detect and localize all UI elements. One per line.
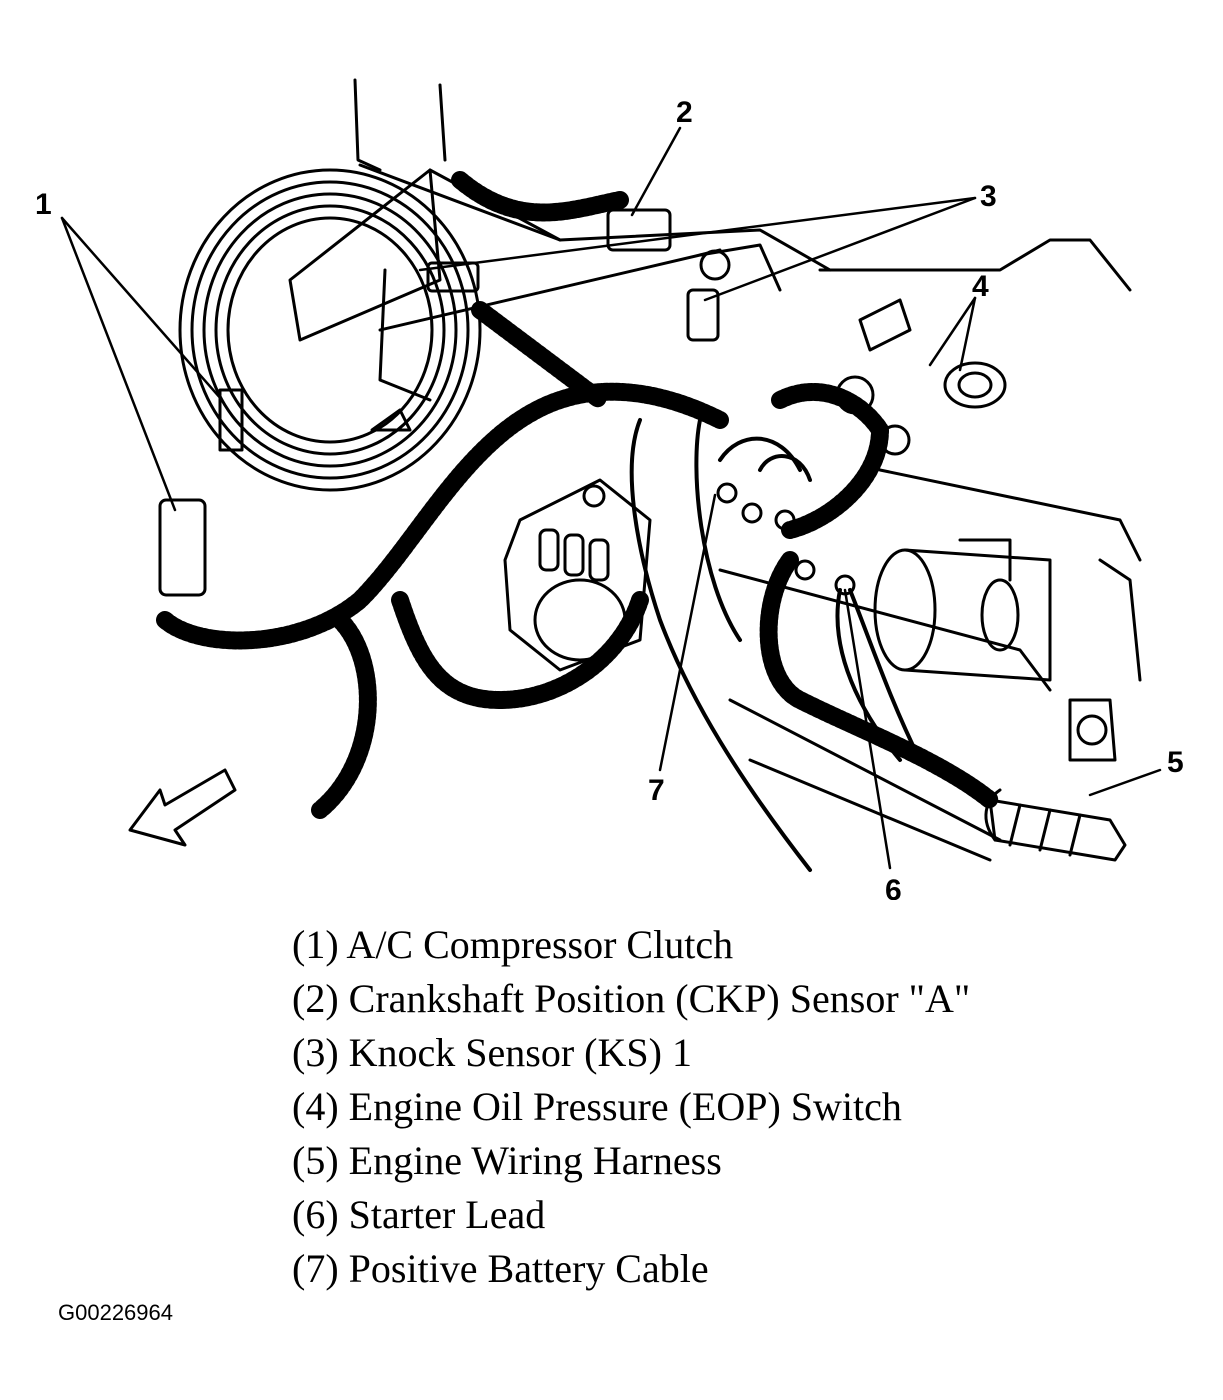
legend-item-wiring-harness: (5) Engine Wiring Harness — [292, 1138, 722, 1183]
callout-3: 3 — [980, 180, 997, 213]
legend-item-battery-cable: (7) Positive Battery Cable — [292, 1246, 709, 1291]
callout-6: 6 — [885, 874, 902, 900]
starter-motor — [873, 538, 1052, 682]
legend-item-knock-sensor: (3) Knock Sensor (KS) 1 — [292, 1030, 692, 1075]
ac-compressor-pulley — [178, 168, 482, 492]
battery-and-starter-cables — [629, 418, 922, 872]
harness-end — [984, 788, 1127, 862]
eop-switch — [835, 298, 1007, 456]
callout-leaders — [60, 126, 1162, 870]
callout-5: 5 — [1167, 746, 1184, 779]
legend-item-ckp-sensor: (2) Crankshaft Position (CKP) Sensor "A" — [292, 976, 971, 1021]
figure-id: G00226964 — [58, 1300, 173, 1325]
connector-ac-clutch — [158, 388, 244, 597]
engine-block — [288, 78, 1142, 862]
connector-knock-sensor — [370, 249, 731, 432]
legend-item-starter-lead: (6) Starter Lead — [292, 1192, 546, 1237]
engine-wiring-diagram: 1 2 3 4 5 6 7 — [35, 78, 1184, 900]
callout-7: 7 — [648, 774, 665, 807]
callout-4: 4 — [972, 270, 989, 303]
connector-ckp-sensor — [606, 208, 672, 252]
legend-item-ac-compressor-clutch: (1) A/C Compressor Clutch — [292, 922, 734, 967]
component-legend: (1) A/C Compressor Clutch (2) Crankshaft… — [292, 918, 970, 1296]
oil-filter — [503, 478, 652, 672]
terminal-lugs — [716, 482, 856, 596]
engine-wiring-harness-loom — [156, 171, 999, 819]
legend-item-eop-switch: (4) Engine Oil Pressure (EOP) Switch — [292, 1084, 902, 1129]
callout-2: 2 — [676, 96, 693, 129]
callout-1: 1 — [35, 188, 52, 221]
front-direction-arrow-icon — [128, 768, 237, 847]
